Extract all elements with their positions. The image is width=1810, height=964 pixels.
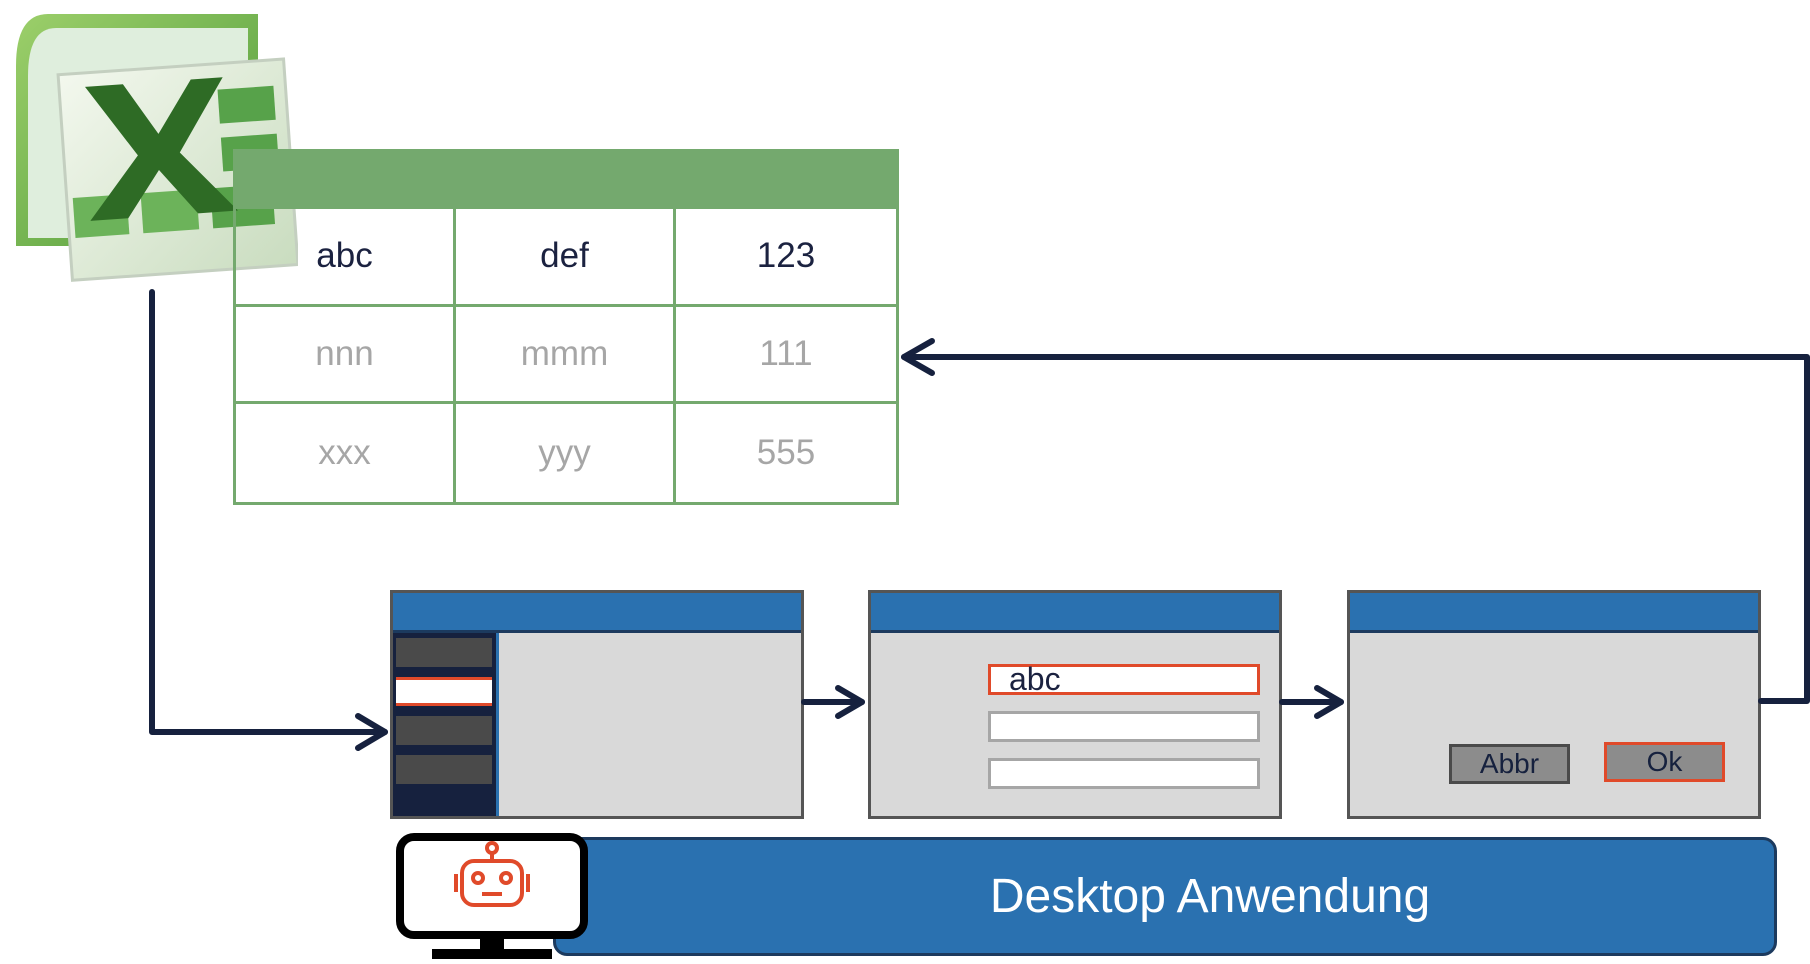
desktop-label: Desktop Anwendung — [989, 870, 1431, 923]
sheet-grid: abc def 123 nnn mmm 111 xxx yyy 555 — [233, 209, 899, 505]
cancel-button[interactable]: Abbr — [1449, 744, 1570, 784]
window-titlebar — [1350, 593, 1758, 633]
ok-button[interactable]: Ok — [1604, 742, 1725, 782]
form-field[interactable] — [988, 758, 1260, 789]
excel-logo-icon — [8, 6, 300, 286]
form-field-active[interactable]: abc — [988, 663, 1260, 695]
sheet-cell: 123 — [676, 209, 896, 307]
sheet-cell: 111 — [676, 307, 896, 405]
sheet-cell: abc — [236, 209, 456, 307]
sheet-header — [233, 149, 899, 209]
sheet-cell: xxx — [236, 404, 456, 502]
robot-monitor-icon — [396, 832, 588, 959]
arrow-window3-to-sheet — [901, 354, 1810, 704]
app-window-list — [390, 590, 804, 819]
sheet-cell: mmm — [456, 306, 676, 405]
window-sidebar — [393, 633, 496, 816]
excel-sheet: abc def 123 nnn mmm 111 xxx yyy 555 — [233, 149, 899, 505]
window-titlebar — [871, 593, 1279, 633]
desktop-application-bar: Desktop Anwendung — [553, 837, 1777, 956]
app-window-confirm: Abbr Ok — [1347, 590, 1761, 819]
sidebar-divider — [496, 633, 499, 816]
sidebar-item[interactable] — [396, 716, 492, 745]
sidebar-item-selected[interactable] — [396, 677, 492, 706]
sidebar-item[interactable] — [396, 638, 492, 667]
sheet-cell: yyy — [456, 404, 676, 502]
sheet-cell: def — [456, 209, 676, 307]
sidebar-item[interactable] — [396, 755, 492, 784]
form-field[interactable] — [988, 711, 1260, 742]
app-window-form: abc — [868, 590, 1282, 819]
window-titlebar — [393, 593, 801, 633]
arrow-excel-to-window — [149, 289, 388, 735]
sheet-cell: nnn — [236, 306, 456, 405]
sheet-cell: 555 — [756, 433, 816, 473]
